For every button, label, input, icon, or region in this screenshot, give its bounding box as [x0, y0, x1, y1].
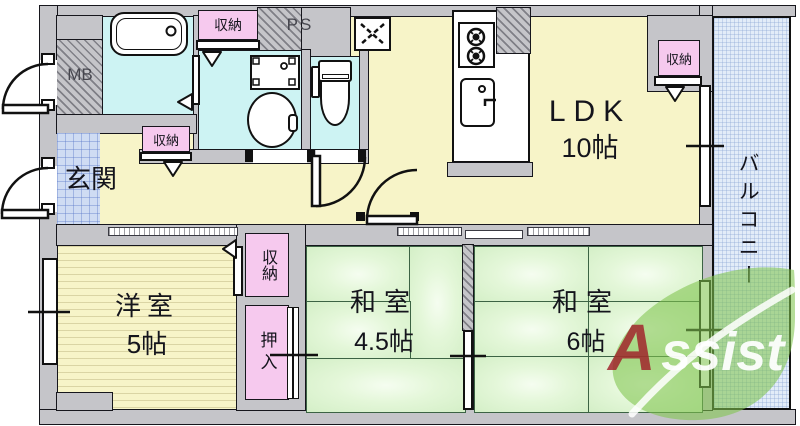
toilet-door-opening — [316, 150, 358, 163]
storage-label: 収納 — [152, 132, 179, 148]
wall-top — [40, 6, 795, 16]
storage-box-bath: 収納 — [198, 10, 258, 40]
washing-machine-pan — [250, 55, 300, 90]
toilet-bowl — [320, 80, 350, 126]
tatami-mat — [474, 301, 590, 358]
window-tatami-balcony — [699, 280, 711, 388]
toilet-side-unit — [311, 66, 320, 98]
meter-box-label: MB — [67, 65, 93, 84]
mb-door-opening — [40, 60, 57, 105]
meter-box-area — [57, 40, 102, 115]
room-divider-door — [463, 330, 473, 410]
wall-toilet-north — [302, 8, 350, 58]
washroom-door-opening — [253, 150, 307, 163]
storage-door-western — [233, 246, 243, 296]
wall-kitchen-stub — [448, 163, 532, 176]
futon-closet-sliding-door — [287, 307, 293, 399]
western-room-label: 洋室 — [114, 291, 179, 321]
storage-label: 収納 — [665, 51, 692, 67]
sliding-door-tatami-large — [527, 227, 590, 236]
tatami-small-label: 和室 — [349, 287, 418, 317]
storage-box-hall: 収納 — [142, 126, 190, 152]
wall-toilet-west — [302, 50, 310, 163]
futon-closet-sliding-door — [293, 307, 299, 399]
window-ldk-balcony — [699, 85, 711, 207]
sliding-door-tatami-small — [397, 227, 462, 236]
vent-fan — [354, 17, 391, 51]
sliding-door-western — [108, 227, 238, 236]
wall-western-notch — [57, 393, 112, 410]
storage-label: 収納 — [259, 249, 276, 281]
stove — [458, 22, 495, 68]
tatami-mat — [306, 246, 411, 303]
storage-door-bath — [196, 40, 260, 50]
entrance-tile — [57, 133, 100, 225]
tatami-small-size: 4.5帖 — [354, 328, 414, 356]
washbasin-faucet — [288, 114, 298, 132]
wall-toilet-east — [360, 50, 368, 163]
kitchen-sink — [460, 78, 495, 127]
kitchen-duct-area — [497, 8, 530, 53]
storage-door-hall — [140, 152, 192, 161]
storage-box-ldk: 収納 — [658, 40, 700, 76]
western-room-floor — [57, 245, 237, 410]
bathroom-sliding-door — [192, 55, 200, 105]
sliding-door-track — [465, 230, 523, 239]
wall-bottom — [40, 410, 795, 424]
toilet-tank-lid — [322, 74, 349, 79]
entrance-label: 玄関 — [64, 164, 117, 194]
bathtub-inner — [116, 18, 182, 50]
wall-mb-top — [57, 16, 102, 40]
ldk-size: 10帖 — [561, 133, 619, 163]
tatami-large-size: 6帖 — [566, 328, 606, 356]
window-western-room — [42, 258, 58, 365]
tatami-mat — [474, 356, 590, 413]
tatami-mat — [588, 356, 703, 413]
tatami-mat — [409, 246, 466, 360]
room-divider-panel — [463, 245, 473, 330]
tatami-mat — [474, 246, 590, 303]
storage-label: 収納 — [214, 17, 242, 33]
ldk-label: LDK — [548, 95, 632, 128]
storage-door-ldk — [654, 76, 702, 86]
tatami-large-label: 和室 — [551, 287, 620, 317]
tatami-mat — [306, 301, 411, 360]
pipe-space-label: PS — [286, 15, 314, 34]
tatami-room-small-floor — [305, 245, 466, 413]
tatami-mat — [306, 358, 466, 413]
futon-closet-label: 押入 — [257, 330, 277, 375]
entrance-door-opening — [40, 166, 57, 212]
storage-box-western: 収納 — [245, 233, 289, 297]
futon-closet-box: 押入 — [245, 305, 289, 400]
balcony-label: バルコニー — [736, 152, 760, 292]
western-room-size: 5帖 — [126, 329, 168, 359]
